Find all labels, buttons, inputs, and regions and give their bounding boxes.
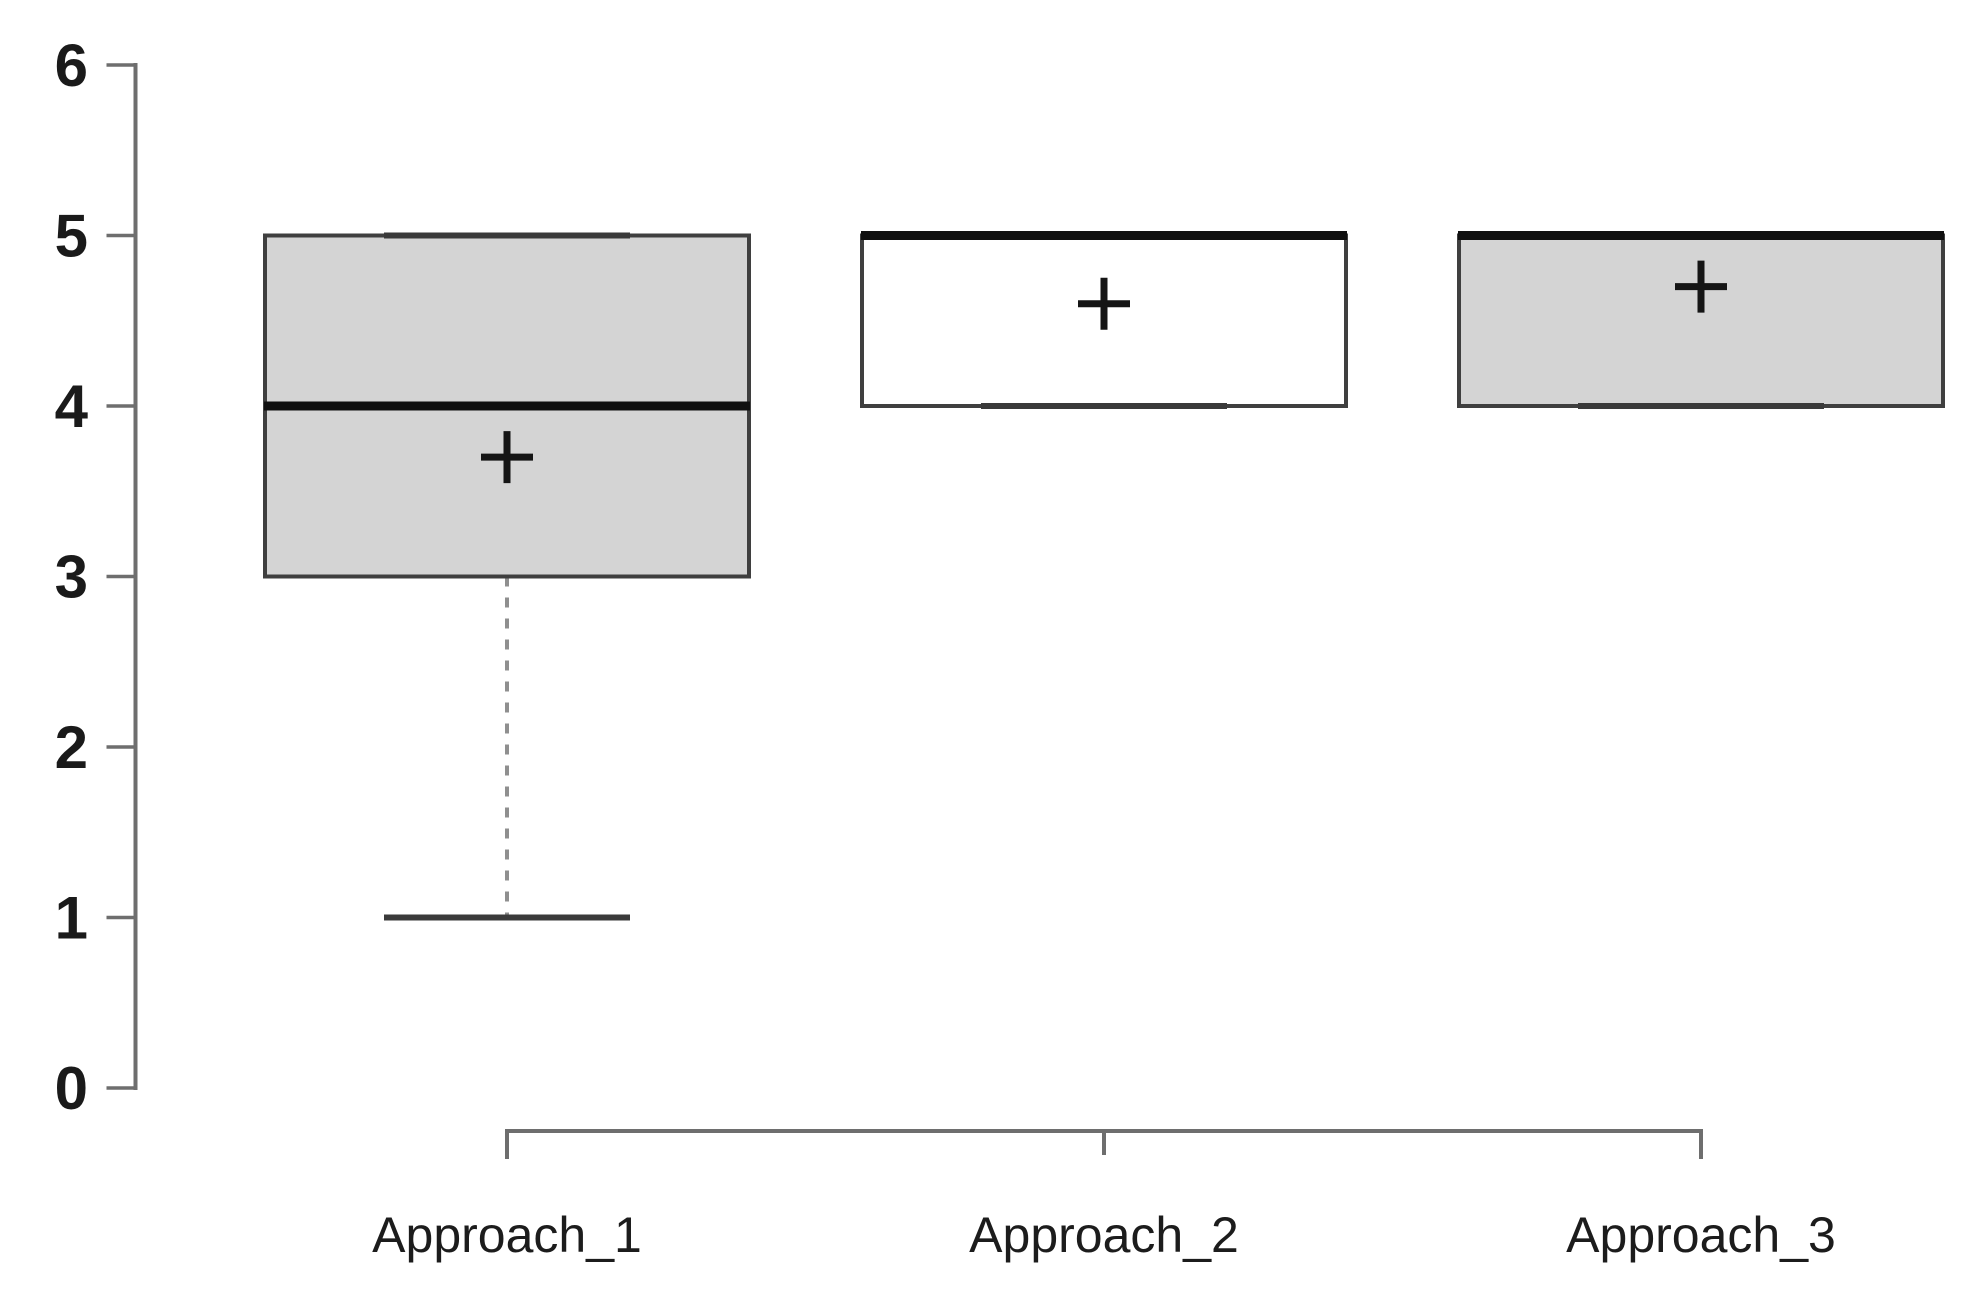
y-tick-label: 4 (55, 373, 89, 440)
y-tick-label: 6 (55, 32, 88, 99)
x-tick-label: Approach_1 (372, 1207, 642, 1263)
y-tick-label: 1 (55, 885, 88, 952)
y-tick-label: 5 (55, 203, 88, 270)
y-tick-label: 2 (55, 714, 88, 781)
y-tick-label: 3 (55, 544, 88, 611)
x-tick-label: Approach_3 (1566, 1207, 1836, 1263)
y-tick-label: 0 (55, 1055, 88, 1122)
x-tick-label: Approach_2 (969, 1207, 1239, 1263)
